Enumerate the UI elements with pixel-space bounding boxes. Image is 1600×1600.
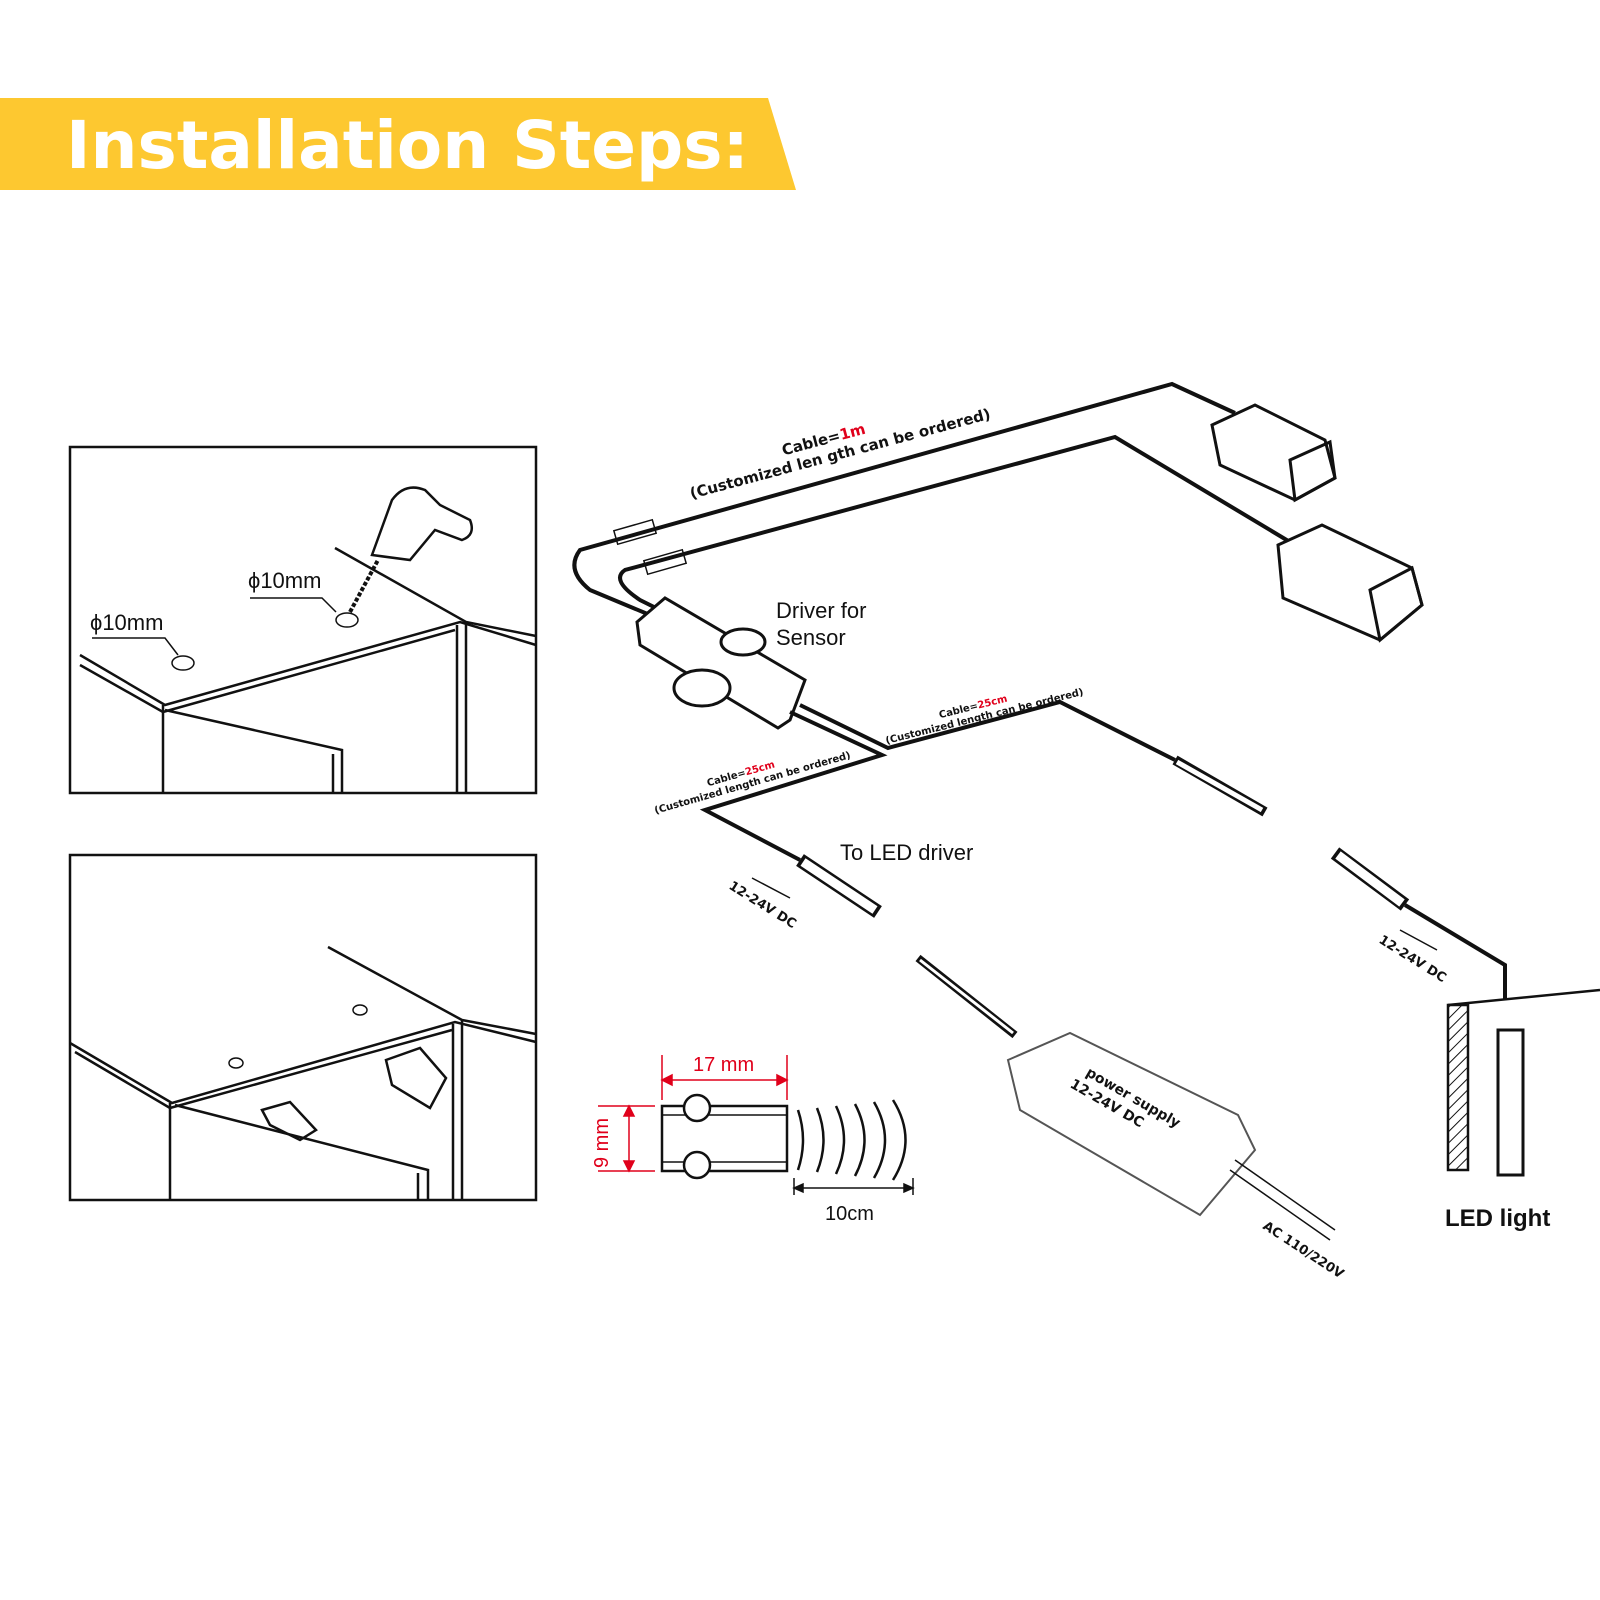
dc-jack-icon	[1330, 847, 1507, 1000]
range-dimension-label: 10cm	[825, 1203, 874, 1225]
step2-mounting-panel	[68, 853, 538, 1202]
sensor-icon	[1276, 523, 1424, 643]
svg-text:Cable=1m (Customized len: Cable=1m (Customized len gth can be orde…	[683, 388, 992, 503]
width-dimension-label: 17 mm	[693, 1054, 754, 1076]
sensor-dimensions: 17 mm 9 mm 10cm	[591, 1054, 915, 1225]
to-led-driver-label: To LED driver	[840, 840, 973, 865]
hole-label-2: ϕ10mm	[248, 568, 321, 593]
svg-text:Cable=25cm (Customized l: Cable=25cm (Customized length can be ord…	[650, 739, 852, 817]
voltage-left-label: 12-24V DC	[726, 879, 799, 932]
cable-right-note: (Customized length can be ordered)	[885, 687, 1085, 747]
cable-main-note: (Customized len gth can be ordered)	[688, 405, 993, 503]
detection-waves-icon	[796, 1099, 907, 1181]
sensor-front-view	[660, 1104, 789, 1173]
driver-label-line1: Driver for	[776, 598, 866, 623]
driver-label-line2: Sensor	[776, 625, 846, 650]
height-dimension-label: 9 mm	[591, 1118, 613, 1168]
sensor-icon	[1210, 403, 1337, 503]
hole-1	[171, 655, 195, 671]
mounted-sensor-icon	[384, 1046, 448, 1110]
cable-left-note: (Customized length can be ordered)	[653, 750, 852, 817]
led-light-label: LED light	[1445, 1205, 1550, 1232]
led-light-icon	[1446, 988, 1600, 1177]
page-title: Installation Steps:	[66, 107, 749, 184]
hole-label-1: ϕ10mm	[90, 610, 163, 635]
dc-jack-icon	[796, 854, 882, 918]
step1-drilling-panel: ϕ10mm ϕ10mm	[68, 445, 538, 795]
hole-2	[335, 612, 359, 628]
voltage-right-label: 12-24V DC	[1376, 933, 1449, 986]
title-banner	[0, 98, 796, 190]
dc-plug-icon	[1172, 755, 1268, 817]
drill-icon	[348, 486, 473, 613]
sensor-driver-icon	[635, 596, 807, 730]
power-supply-icon	[915, 954, 1336, 1241]
mounted-sensor-icon	[260, 1100, 318, 1142]
svg-text:Cable=25cm (Customized l: Cable=25cm (Customized length can be ord…	[882, 675, 1085, 747]
